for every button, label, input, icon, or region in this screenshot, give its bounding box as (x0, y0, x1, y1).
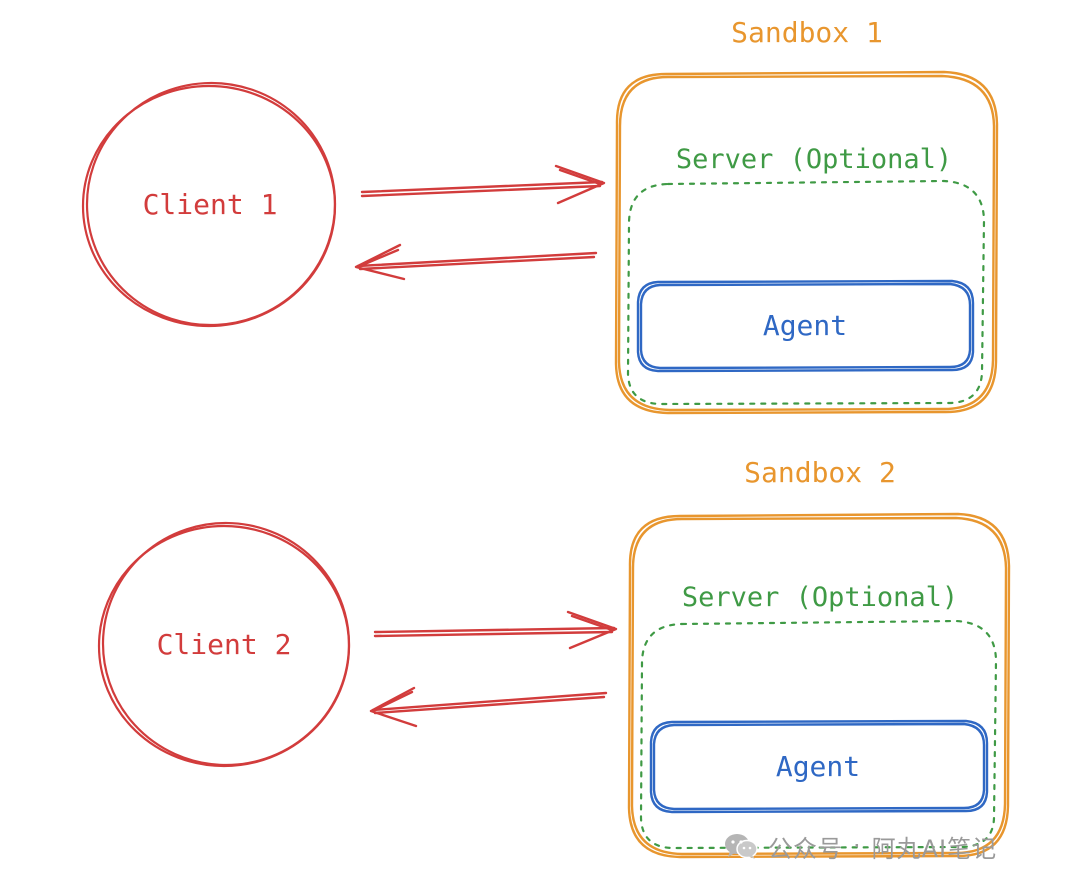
client-2-node: Client 2 (97, 521, 351, 768)
watermark-prefix: 公众号 (768, 834, 843, 863)
server-1-label: Server (Optional) (676, 144, 952, 175)
server-1-box (626, 179, 986, 406)
agent-1-box: Agent (636, 279, 975, 373)
wechat-icon (724, 832, 758, 860)
client-1-label: Client 1 (143, 188, 278, 221)
sandbox-1-label: Sandbox 1 (731, 16, 883, 49)
watermark-account: 阿丸AI笔记 (871, 834, 998, 863)
watermark: 公众号 · 阿丸AI笔记 (724, 826, 997, 866)
response-arrow-2 (369, 686, 608, 728)
server-2-box (639, 619, 998, 850)
sandbox-1-box (614, 70, 999, 415)
server-2-label: Server (Optional) (682, 582, 958, 613)
group-1: Client 1 Sandbox 1 Server (Optional) (81, 16, 999, 415)
watermark-separator: · (853, 832, 862, 860)
agent-1-label: Agent (763, 309, 847, 342)
request-arrow-1 (360, 164, 606, 205)
response-arrow-1 (354, 243, 598, 281)
group-2: Client 2 Sandbox 2 Server (Optional) (97, 456, 1011, 859)
request-arrow-2 (373, 610, 618, 650)
client-1-node: Client 1 (81, 81, 337, 328)
sandbox-2-box (627, 512, 1011, 859)
client-2-label: Client 2 (157, 628, 292, 661)
agent-2-label: Agent (776, 750, 860, 783)
agent-2-box: Agent (649, 719, 989, 814)
sandbox-2-label: Sandbox 2 (744, 456, 896, 489)
